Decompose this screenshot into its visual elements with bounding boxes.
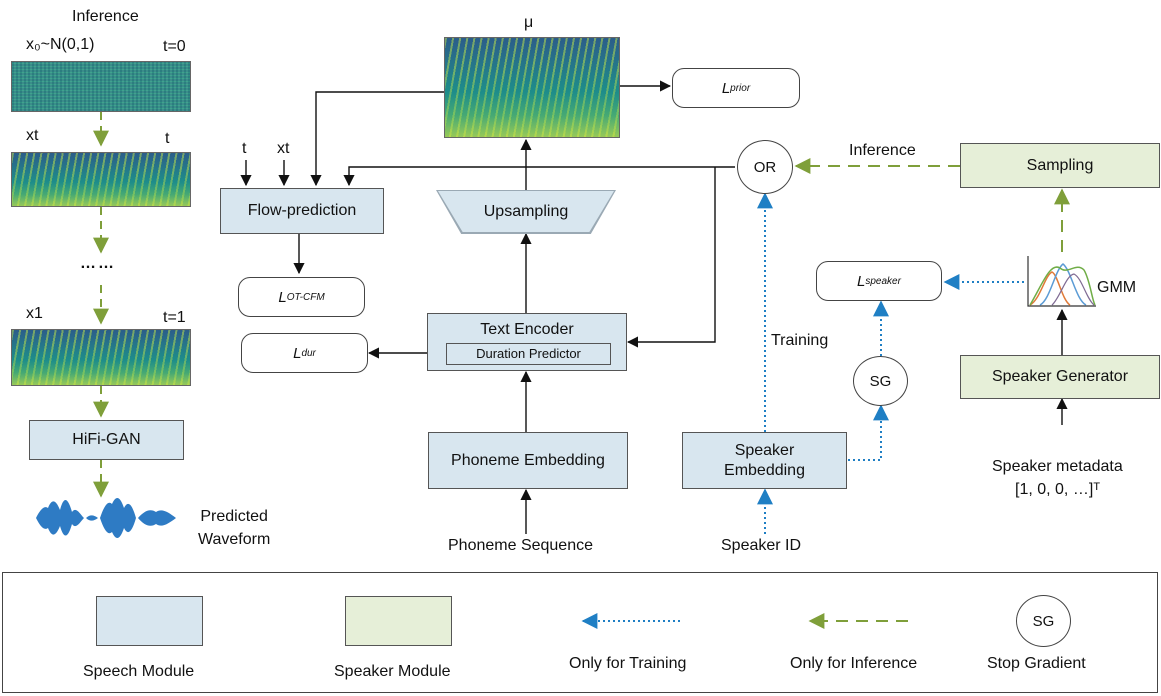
phoneme-sequence-label: Phoneme Sequence: [448, 537, 593, 554]
speaker-embedding-box: Speaker Embedding: [682, 432, 847, 489]
xt-spectrogram: [11, 152, 191, 207]
flow-input-t: t: [242, 140, 247, 157]
metadata-vector-label: [1, 0, 0, …]ᵀ: [1015, 481, 1101, 498]
flow-prediction-box: Flow-prediction: [220, 188, 384, 234]
gmm-icon: [1027, 256, 1096, 307]
sampling-box: Sampling: [960, 143, 1160, 188]
inference-path-label: Inference: [849, 142, 916, 159]
sg-node: SG: [853, 356, 908, 406]
or-node: OR: [737, 140, 793, 194]
gmm-label: GMM: [1097, 279, 1137, 296]
legend-only-training: Only for Training: [569, 655, 687, 672]
legend-sg-node: SG: [1016, 595, 1071, 647]
t0-label: t=0: [163, 38, 186, 55]
x1-label: x1: [26, 305, 43, 322]
training-path-label: Training: [771, 332, 829, 349]
legend-speech-module: Speech Module: [83, 663, 195, 680]
xt-label: xt: [26, 127, 39, 144]
noise-spectrogram: [11, 61, 191, 112]
inference-title: Inference: [72, 8, 139, 25]
t-label: t: [165, 130, 170, 147]
training-arrows: [757, 192, 1024, 534]
legend-speaker-swatch: [345, 596, 452, 646]
predicted-waveform-label: Predicted Waveform: [198, 508, 271, 549]
speaker-generator-box: Speaker Generator: [960, 355, 1160, 399]
legend-speaker-module: Speaker Module: [334, 663, 451, 680]
legend-frame: [2, 572, 1158, 693]
mu-spectrogram: [444, 37, 620, 138]
t1-label: t=1: [163, 309, 186, 326]
phoneme-embedding-box: Phoneme Embedding: [428, 432, 628, 489]
hifigan-box: HiFi-GAN: [29, 420, 184, 460]
speech-path-arrows: [240, 80, 1068, 534]
waveform-icon: [36, 498, 176, 538]
inference-arrows: [794, 158, 1070, 252]
speaker-metadata-label: Speaker metadata: [992, 458, 1123, 475]
upsampling-box: Upsampling: [438, 191, 614, 232]
legend-only-inference: Only for Inference: [790, 655, 918, 672]
x1-spectrogram: [11, 329, 191, 386]
legend-stop-gradient: Stop Gradient: [987, 655, 1086, 672]
x0-label: x₀~N(0,1): [26, 36, 95, 53]
mu-label: μ: [524, 14, 534, 31]
duration-predictor-box: Duration Predictor: [446, 343, 611, 365]
ellipsis: ……: [80, 255, 116, 272]
legend-speech-swatch: [96, 596, 203, 646]
flow-input-xt: xt: [277, 140, 290, 157]
speaker-id-label: Speaker ID: [721, 537, 802, 554]
